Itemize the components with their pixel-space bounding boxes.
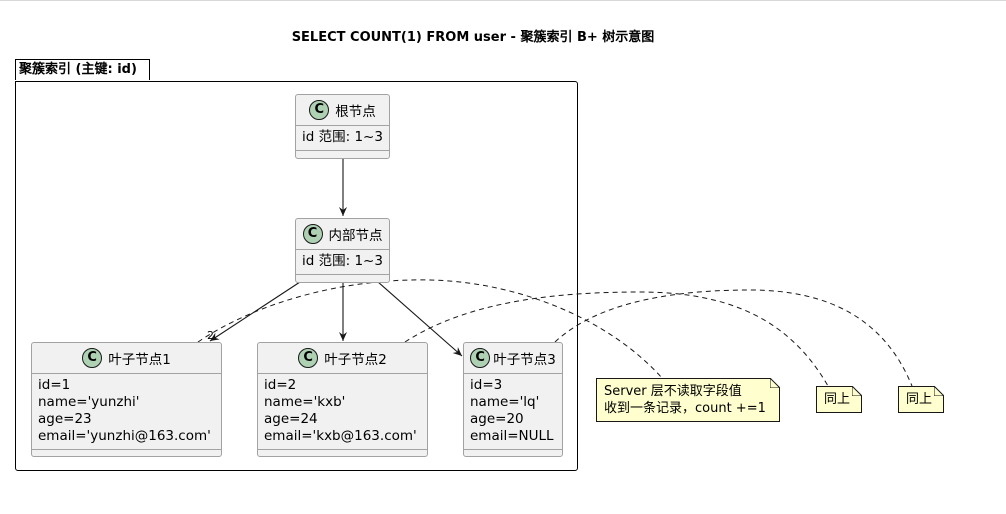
class-title: 叶子节点2 bbox=[324, 352, 387, 368]
class-internal-node: C 内部节点 id 范围: 1~3 bbox=[295, 218, 390, 283]
class-c-icon: C bbox=[302, 224, 323, 244]
note-server-count: Server 层不读取字段值 收到一条记录，count +=1 bbox=[596, 378, 780, 422]
class-attribute: email='yunzhi@163.com' bbox=[38, 428, 211, 444]
note3-connector bbox=[554, 289, 913, 387]
class-attribute: email=NULL bbox=[470, 428, 554, 444]
class-header: C 叶子节点1 bbox=[32, 343, 221, 374]
note-fold-icon bbox=[770, 378, 780, 388]
class-c-icon: C bbox=[309, 100, 330, 120]
note-same-as-above-2: 同上 bbox=[898, 386, 944, 413]
class-root-node: C 根节点 id 范围: 1~3 bbox=[295, 94, 390, 159]
diagram-title: SELECT COUNT(1) FROM user - 聚簇索引 B+ 树示意图 bbox=[291, 30, 655, 45]
class-attribute: id 范围: 1~3 bbox=[302, 129, 383, 145]
class-c-icon: C bbox=[298, 348, 319, 368]
class-c-icon: C bbox=[82, 348, 103, 368]
class-header: C 根节点 bbox=[296, 95, 389, 126]
class-c-icon: C bbox=[470, 348, 491, 368]
class-attribute: id=1 bbox=[38, 377, 71, 393]
note-text: 同上 bbox=[824, 392, 851, 407]
class-attribute: age=24 bbox=[264, 411, 318, 427]
note2-connector bbox=[404, 291, 829, 387]
class-methods bbox=[296, 275, 389, 281]
class-attributes: id=1 name='yunzhi' age=23 email='yunzhi@… bbox=[32, 374, 221, 450]
class-leaf-node-1: C 叶子节点1 id=1 name='yunzhi' age=23 email=… bbox=[31, 342, 222, 457]
class-leaf-node-3: C 叶子节点3 id=3 name='lq' age=20 email=NULL bbox=[463, 342, 563, 457]
class-attribute: id=2 bbox=[264, 377, 297, 393]
note-fold-icon bbox=[852, 386, 862, 396]
class-attributes: id=2 name='kxb' age=24 email='kxb@163.co… bbox=[258, 374, 427, 450]
class-title: 内部节点 bbox=[328, 228, 383, 244]
note-text: Server 层不读取字段值 bbox=[604, 384, 742, 399]
class-attribute: age=20 bbox=[470, 411, 524, 427]
class-attribute: name='yunzhi' bbox=[38, 394, 140, 410]
class-attributes: id=3 name='lq' age=20 email=NULL bbox=[464, 374, 562, 450]
note-text: 收到一条记录，count +=1 bbox=[604, 401, 766, 416]
class-title: 叶子节点1 bbox=[108, 352, 171, 368]
class-attributes: id 范围: 1~3 bbox=[296, 126, 389, 151]
class-header: C 叶子节点2 bbox=[258, 343, 427, 374]
edge-internal-leaf3 bbox=[377, 281, 463, 357]
class-methods bbox=[464, 450, 562, 456]
class-attributes: id 范围: 1~3 bbox=[296, 250, 389, 275]
top-divider bbox=[0, 0, 1006, 1]
note-same-as-above-1: 同上 bbox=[816, 386, 862, 413]
package-frame bbox=[15, 81, 578, 471]
class-attribute: email='kxb@163.com' bbox=[264, 428, 417, 444]
class-methods bbox=[32, 450, 221, 456]
class-attribute: name='lq' bbox=[470, 394, 540, 410]
class-methods bbox=[296, 151, 389, 157]
class-attribute: id 范围: 1~3 bbox=[302, 253, 383, 269]
package-tab: 聚簇索引 (主键: id) bbox=[15, 59, 150, 80]
note1-connector bbox=[197, 279, 663, 379]
class-attribute: age=23 bbox=[38, 411, 92, 427]
note-fold-icon bbox=[934, 386, 944, 396]
class-leaf-node-2: C 叶子节点2 id=2 name='kxb' age=24 email='kx… bbox=[257, 342, 428, 457]
class-title: 根节点 bbox=[335, 104, 376, 120]
class-methods bbox=[258, 450, 427, 456]
class-attribute: name='kxb' bbox=[264, 394, 346, 410]
class-title: 叶子节点3 bbox=[493, 352, 556, 368]
edge-label: 2 bbox=[207, 329, 214, 342]
class-header: C 内部节点 bbox=[296, 219, 389, 250]
class-header: C 叶子节点3 bbox=[464, 343, 562, 374]
note-text: 同上 bbox=[906, 392, 933, 407]
class-attribute: id=3 bbox=[470, 377, 503, 393]
